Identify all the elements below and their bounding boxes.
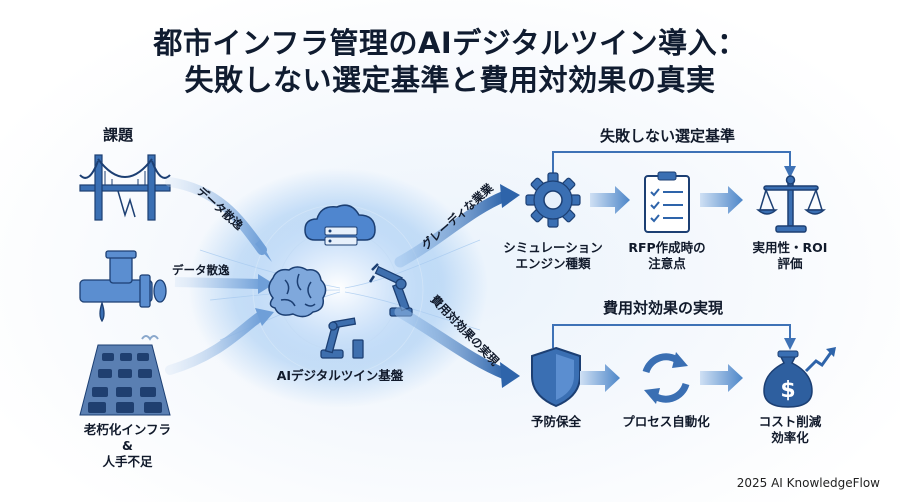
bottom-item-3-line-1: コスト削減 — [758, 414, 822, 429]
top-item-3-line-1: 実用性・ROI — [752, 240, 828, 255]
right-flow-arrows — [394, 184, 520, 388]
bottom-section-title: 費用対効果の実現 — [603, 299, 724, 317]
robot-arm-icon-2 — [320, 317, 364, 359]
cloud-server-icon — [304, 204, 376, 246]
challenge-heading: 課題 — [103, 126, 134, 144]
left-bottom-label-line-3: 人手不足 — [102, 454, 153, 469]
top-item-2-line-1: RFP作成時の — [628, 240, 706, 255]
svg-text:$: $ — [780, 378, 795, 403]
shield-icon — [531, 346, 581, 408]
center-platform-label: AIデジタルツイン基盤 — [276, 368, 404, 383]
top-item-label-1: シミュレーション エンジン種類 — [493, 240, 613, 272]
top-item-1-line-1: シミュレーション — [503, 240, 603, 255]
scales-icon — [756, 175, 826, 233]
top-bracket — [552, 151, 791, 175]
footer-credit: 2025 AI KnowledgeFlow — [736, 476, 880, 490]
cycle-icon — [642, 352, 690, 404]
top-item-1-line-2: エンジン種類 — [515, 256, 591, 271]
gear-icon — [525, 172, 581, 228]
left-bottom-label: 老朽化インフラ & 人手不足 — [60, 422, 195, 470]
top-item-label-2: RFP作成時の 注意点 — [607, 240, 727, 272]
pipe-leak-icon — [79, 250, 167, 323]
top-item-label-3: 実用性・ROI 評価 — [730, 240, 850, 272]
top-item-3-line-2: 評価 — [777, 256, 803, 271]
bottom-item-1-line-1: 予防保全 — [530, 414, 581, 429]
bottom-item-3-line-2: 効率化 — [771, 430, 809, 445]
left-bottom-label-line-2: & — [122, 438, 133, 453]
bottom-item-label-2: プロセス自動化 — [606, 414, 726, 430]
page-title-line-2: 失敗しない選定基準と費用対効果の真実 — [184, 63, 716, 97]
top-item-2-line-2: 注意点 — [648, 256, 686, 271]
bottom-item-label-3: コスト削減 効率化 — [730, 414, 850, 446]
brain-icon — [268, 266, 327, 318]
bottom-row-arrows — [580, 364, 743, 392]
top-section-title: 失敗しない選定基準 — [600, 127, 736, 145]
bridge-icon — [79, 154, 171, 221]
left-bottom-label-line-1: 老朽化インフラ — [83, 422, 172, 437]
bottom-item-2-line-1: プロセス自動化 — [622, 414, 710, 429]
bottom-item-label-1: 予防保全 — [496, 414, 616, 430]
top-row-arrows — [590, 186, 743, 214]
left-flow-arrows — [165, 177, 274, 375]
traffic-icon — [79, 335, 171, 416]
bottom-bracket — [552, 324, 791, 348]
page-title-line-1: 都市インフラ管理のAIデジタルツイン導入： — [153, 26, 747, 60]
money-bag-icon: $ — [763, 347, 836, 408]
checklist-icon — [644, 171, 690, 233]
left-flow-label-middle: データ散逸 — [172, 263, 230, 277]
